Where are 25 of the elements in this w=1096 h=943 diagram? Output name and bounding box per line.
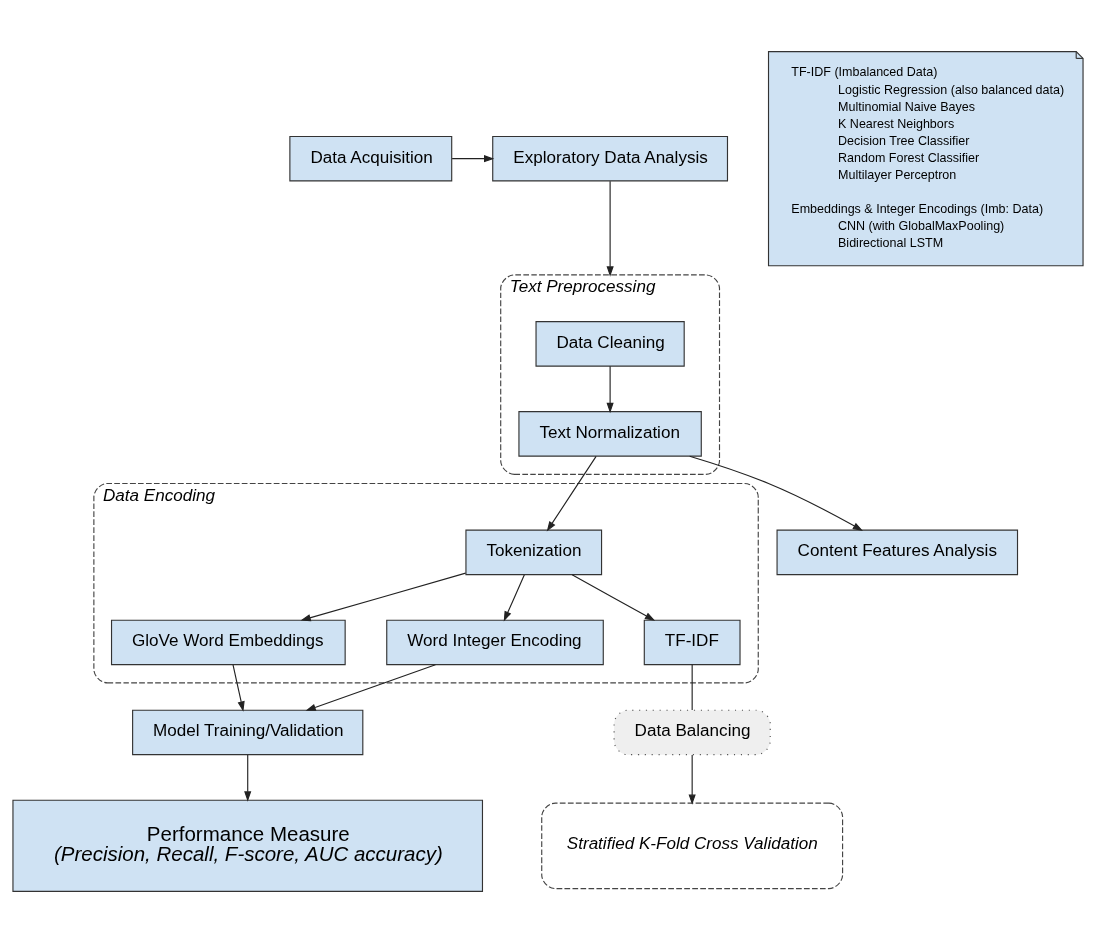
arrow (606, 180, 614, 277)
node-box: Model Training/Validation (132, 709, 364, 756)
node-box: Text Normalization (518, 411, 702, 457)
node-box: Performance Measure (Precision, Recall, F-score, AUC accuracy) (12, 799, 484, 892)
node-box: Data Cleaning (535, 321, 685, 367)
node-box: Word Integer Encoding (386, 619, 604, 666)
node-box: Exploratory Data Analysis (492, 135, 729, 182)
arrow (244, 754, 252, 802)
arrow (571, 574, 656, 621)
arrow (688, 754, 696, 805)
node-box: Data Acquisition (289, 135, 453, 182)
arrow (232, 664, 245, 712)
arrow (606, 365, 614, 414)
arrow (503, 574, 525, 622)
node-box: GloVe Word Embeddings (110, 619, 346, 666)
arrow (546, 455, 597, 532)
node-box: TF-IDF (643, 619, 741, 666)
arrow (300, 572, 467, 622)
node-box: Tokenization (465, 529, 603, 576)
node-box: Stratified K-Fold Cross Validation (541, 802, 844, 890)
arrow (689, 455, 864, 531)
arrow (451, 155, 495, 163)
node-box: Data Balancing (613, 709, 771, 756)
connector (691, 664, 693, 711)
node-box: Content Features Analysis (776, 529, 1019, 576)
